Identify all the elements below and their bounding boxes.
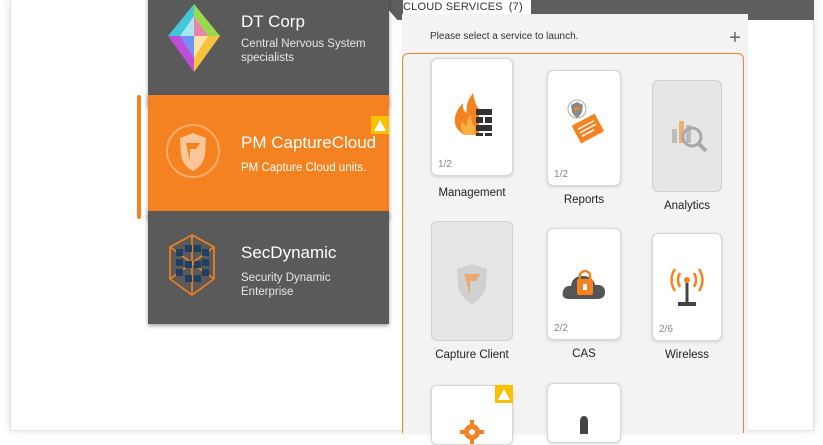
services-grid-frame bbox=[402, 53, 744, 433]
shield-icon bbox=[457, 264, 487, 304]
warning-badge bbox=[495, 385, 513, 403]
tenant-card-pm-capturecloud[interactable]: PM CaptureCloud PM Capture Cloud units. bbox=[148, 95, 389, 219]
wireless-antenna-icon bbox=[670, 268, 704, 306]
cloud-services-title: CLOUD SERVICES bbox=[403, 1, 503, 13]
cloud-services-count: (7) bbox=[508, 1, 523, 13]
add-service-button[interactable]: + bbox=[729, 27, 741, 49]
cloud-services-header: CLOUD SERVICES (7) bbox=[403, 0, 531, 14]
service-tile-cas[interactable]: 2/2 bbox=[547, 228, 621, 340]
license-count: 2/6 bbox=[659, 324, 673, 335]
license-count: 2/2 bbox=[554, 323, 568, 334]
tenant-card-secdynamic[interactable]: SecDynamic Security Dynamic Enterprise bbox=[148, 211, 389, 324]
diamond-gem-logo-icon bbox=[168, 4, 220, 72]
warning-badge bbox=[371, 116, 389, 134]
tenant-card-dt-corp[interactable]: DT Corp Central Nervous System specialis… bbox=[148, 0, 389, 105]
license-count: 1/2 bbox=[438, 159, 452, 170]
service-label: Management bbox=[438, 187, 506, 199]
service-label: Reports bbox=[563, 194, 605, 206]
analytics-icon bbox=[672, 121, 708, 153]
service-tile-reports[interactable]: 1/2 bbox=[547, 70, 621, 186]
warning-icon bbox=[498, 388, 510, 400]
service-tile-8[interactable] bbox=[547, 383, 621, 443]
service-tile-wireless[interactable]: 2/6 bbox=[652, 233, 722, 341]
mouse-icon bbox=[580, 416, 588, 434]
service-tile-analytics[interactable] bbox=[652, 80, 722, 192]
tenant-description: Central Nervous System specialists bbox=[241, 38, 366, 64]
tenant-description: Security Dynamic Enterprise bbox=[241, 272, 331, 298]
gear-icon bbox=[460, 420, 484, 444]
tenant-name: DT Corp bbox=[241, 12, 305, 31]
service-label: Capture Client bbox=[435, 349, 509, 361]
service-label: CAS bbox=[572, 348, 596, 360]
service-tile-capture-client[interactable] bbox=[431, 221, 513, 341]
cube-grid-logo-icon bbox=[169, 234, 215, 296]
firewall-icon bbox=[454, 93, 492, 136]
selected-tenant-indicator bbox=[137, 95, 141, 219]
service-label: Analytics bbox=[663, 200, 711, 212]
reports-icon bbox=[567, 99, 605, 144]
tenant-name: SecDynamic bbox=[241, 243, 337, 262]
service-tile-management[interactable]: 1/2 bbox=[431, 58, 513, 176]
tenant-description: PM Capture Cloud units. bbox=[241, 162, 367, 174]
launch-instructions: Please select a service to launch. bbox=[430, 31, 579, 42]
warning-icon bbox=[374, 119, 386, 131]
shield-logo-icon bbox=[166, 124, 220, 178]
service-label: Wireless bbox=[664, 349, 710, 361]
tenant-name: PM CaptureCloud bbox=[241, 133, 377, 152]
cloud-lock-icon bbox=[562, 269, 605, 299]
license-count: 1/2 bbox=[554, 169, 568, 180]
